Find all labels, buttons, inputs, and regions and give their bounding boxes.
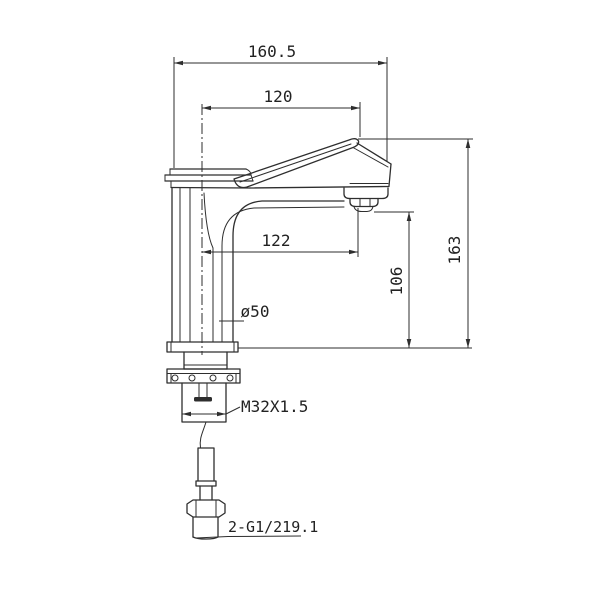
dim-overall-height-label: 163 — [445, 236, 464, 265]
dim-base-diameter-label: ø50 — [241, 302, 270, 321]
dim-handle-length-label: 120 — [264, 87, 293, 106]
faucet-handle-lever — [233, 138, 392, 189]
threaded-shank-m32 — [181, 382, 227, 423]
dimension-labels: 160.5 120 122 106 163 ø50 M32X1.5 2-G1/2… — [228, 42, 464, 536]
faucet-body-column — [171, 187, 191, 343]
dim-thread-spec-label: M32X1.5 — [241, 397, 308, 416]
faucet-base — [166, 341, 241, 384]
dimension-lines — [173, 57, 473, 539]
dim-spout-reach-label: 122 — [262, 231, 291, 250]
dim-spout-height-label: 106 — [387, 267, 406, 296]
faucet-spout — [203, 183, 390, 343]
dim-inlet-spec-label: 2-G1/219.1 — [228, 518, 318, 536]
supply-hose-connector — [186, 421, 226, 540]
dim-overall-width-label: 160.5 — [248, 42, 296, 61]
faucet-body-collar — [164, 168, 254, 189]
